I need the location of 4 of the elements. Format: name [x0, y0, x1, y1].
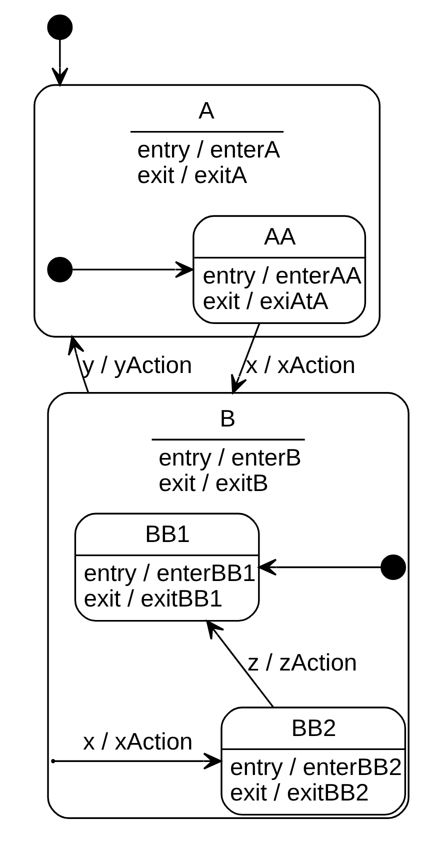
edge-label: x / xAction	[83, 728, 193, 756]
edge-label: y / yAction	[82, 352, 192, 379]
edge-label: x / xAction	[246, 352, 356, 379]
edge-label: z / zAction	[247, 649, 358, 676]
